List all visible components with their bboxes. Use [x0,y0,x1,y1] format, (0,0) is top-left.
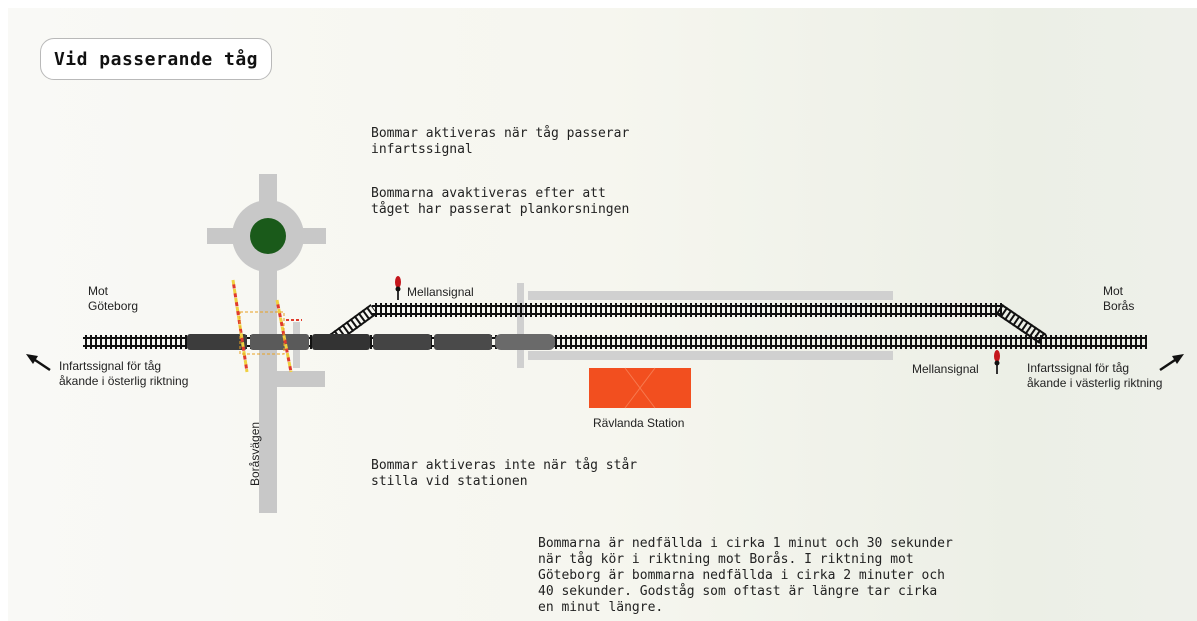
label-west-destination: Mot Göteborg [88,284,139,313]
platform-west-end [517,283,524,368]
diagram-title: Vid passerande tåg [53,48,259,70]
title-box: Vid passerande tåg [40,38,272,80]
platforms [293,283,893,368]
train-car [250,334,309,350]
label-intermediate-signal-south: Mellansignal [912,362,979,376]
station-building [589,367,691,409]
train-car [373,334,431,350]
note-duration: Bommarna är nedfällda i cirka 1 minut oc… [538,536,953,615]
note-activation: Bommar aktiveras när tåg passerar infart… [371,126,630,157]
label-west-entry-signal: Infartssignal för tåg åkande i österlig … [59,359,189,388]
road-vertical [259,250,277,513]
train [187,334,555,350]
note-standing: Bommar aktiveras inte när tåg står still… [371,458,638,489]
platform-south [528,351,893,360]
train-car [312,334,370,350]
road-east-branch [277,371,325,387]
roundabout-center [250,218,286,254]
arrow-west-icon [26,354,51,372]
label-road: Boråsvägen [248,421,262,486]
loop-track [329,303,1047,344]
arrow-east-icon [1159,354,1184,372]
note-deactivation: Bommarna avaktiveras efter att tåget har… [371,186,630,217]
label-east-destination: Mot Borås [1103,284,1135,313]
label-station: Rävlanda Station [593,416,685,430]
label-east-entry-signal: Infartssignal för tåg åkande i västerlig… [1027,361,1163,390]
crossing-zone [239,311,285,355]
train-car [495,334,555,350]
signal-south [994,350,1000,374]
road [207,174,326,513]
train-car [187,334,247,350]
barrier-arm [231,279,249,373]
platform-north [528,291,893,300]
train-car [434,334,492,350]
signal-north [395,276,401,300]
label-intermediate-signal-north: Mellansignal [407,285,474,299]
barrier-arm [275,299,293,373]
crossing-barriers [231,279,302,373]
switch-east [995,304,1047,344]
